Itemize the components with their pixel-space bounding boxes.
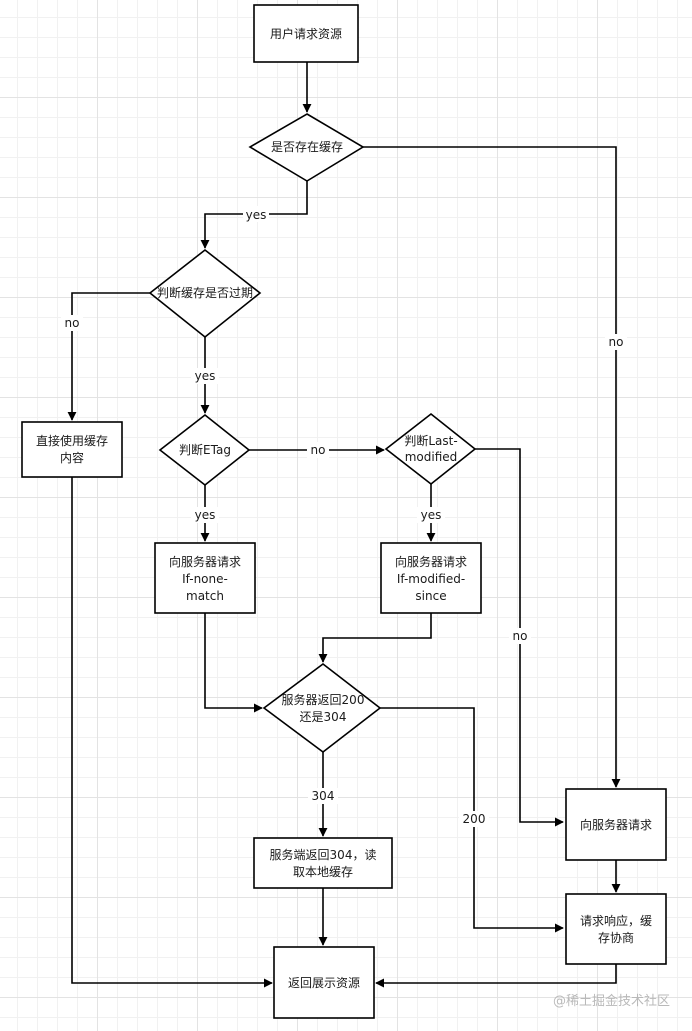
svg-text:用户请求资源: 用户请求资源 xyxy=(270,26,342,41)
edge-label-no-etag: no xyxy=(307,442,329,458)
svg-text:since: since xyxy=(415,589,446,603)
svg-text:判断ETag: 判断ETag xyxy=(179,442,231,457)
node-cache-expired: 判断缓存是否过期 xyxy=(148,248,262,339)
edge-label-no-last-modified: no xyxy=(509,628,531,644)
edge-label-200: 200 xyxy=(459,811,489,827)
svg-text:match: match xyxy=(186,589,224,603)
svg-text:向服务器请求: 向服务器请求 xyxy=(580,817,652,832)
svg-text:304: 304 xyxy=(312,789,335,803)
edge-label-yes-expired: yes xyxy=(191,368,219,384)
svg-text:直接使用缓存: 直接使用缓存 xyxy=(36,433,108,448)
edge-label-no-has-cache: no xyxy=(605,334,627,350)
svg-text:no: no xyxy=(65,316,80,330)
svg-text:返回展示资源: 返回展示资源 xyxy=(288,976,360,990)
svg-text:no: no xyxy=(513,629,528,643)
svg-text:no: no xyxy=(609,335,624,349)
node-etag: 判断ETag xyxy=(158,413,251,487)
node-request: 用户请求资源 xyxy=(253,4,359,63)
node-if-modified-since: 向服务器请求 If-modified- since xyxy=(380,542,482,614)
svg-text:判断Last-: 判断Last- xyxy=(404,433,457,448)
svg-text:是否存在缓存: 是否存在缓存 xyxy=(271,140,343,154)
edge-labels: yes no no yes no yes yes no xyxy=(61,206,627,827)
node-server-request: 向服务器请求 xyxy=(565,788,667,861)
svg-text:yes: yes xyxy=(246,208,267,222)
svg-text:服务端返回304，读: 服务端返回304，读 xyxy=(270,847,377,862)
svg-text:yes: yes xyxy=(421,508,442,522)
svg-text:向服务器请求: 向服务器请求 xyxy=(395,554,467,569)
svg-text:If-modified-: If-modified- xyxy=(397,572,465,586)
edge-has-cache-no xyxy=(363,146,621,788)
svg-text:200: 200 xyxy=(463,812,486,826)
node-response-cache: 请求响应，缓 存协商 xyxy=(565,893,667,965)
edge-response-to-show xyxy=(375,964,617,988)
edge-label-304: 304 xyxy=(308,788,338,804)
edge-label-no-expired: no xyxy=(61,315,83,331)
edge-if-none-match-to-server xyxy=(204,613,263,713)
node-server-304-read: 服务端返回304，读 取本地缓存 xyxy=(253,837,393,889)
svg-text:no: no xyxy=(311,443,326,457)
node-if-none-match: 向服务器请求 If-none- match xyxy=(154,542,256,614)
svg-text:取本地缓存: 取本地缓存 xyxy=(293,865,353,879)
svg-text:向服务器请求: 向服务器请求 xyxy=(169,554,241,569)
svg-text:还是304: 还是304 xyxy=(300,710,347,724)
svg-text:yes: yes xyxy=(195,369,216,383)
node-server-200-304: 服务器返回200 还是304 xyxy=(262,662,382,754)
node-use-cache: 直接使用缓存 内容 xyxy=(21,421,123,478)
svg-text:内容: 内容 xyxy=(60,450,84,465)
svg-text:判断缓存是否过期: 判断缓存是否过期 xyxy=(157,285,253,300)
edge-label-yes-has-cache: yes xyxy=(243,206,269,222)
node-has-cache: 是否存在缓存 xyxy=(248,113,365,182)
svg-text:yes: yes xyxy=(195,508,216,522)
edge-label-yes-last-modified: yes xyxy=(417,507,445,523)
svg-text:modified: modified xyxy=(405,450,458,464)
svg-text:请求响应，缓: 请求响应，缓 xyxy=(580,913,652,928)
watermark: @稀土掘金技术社区 xyxy=(552,994,670,1009)
svg-text:存协商: 存协商 xyxy=(598,930,634,945)
svg-text:服务器返回200: 服务器返回200 xyxy=(282,692,365,707)
svg-text:If-none-: If-none- xyxy=(182,572,228,586)
edge-expired-no xyxy=(67,292,150,421)
node-last-modified: 判断Last- modified xyxy=(384,412,477,486)
node-show-resource: 返回展示资源 xyxy=(273,946,375,1019)
edge-if-modified-since-to-server xyxy=(318,613,432,663)
edge-label-yes-etag: yes xyxy=(191,507,219,523)
edge-use-cache-to-show xyxy=(71,477,273,988)
